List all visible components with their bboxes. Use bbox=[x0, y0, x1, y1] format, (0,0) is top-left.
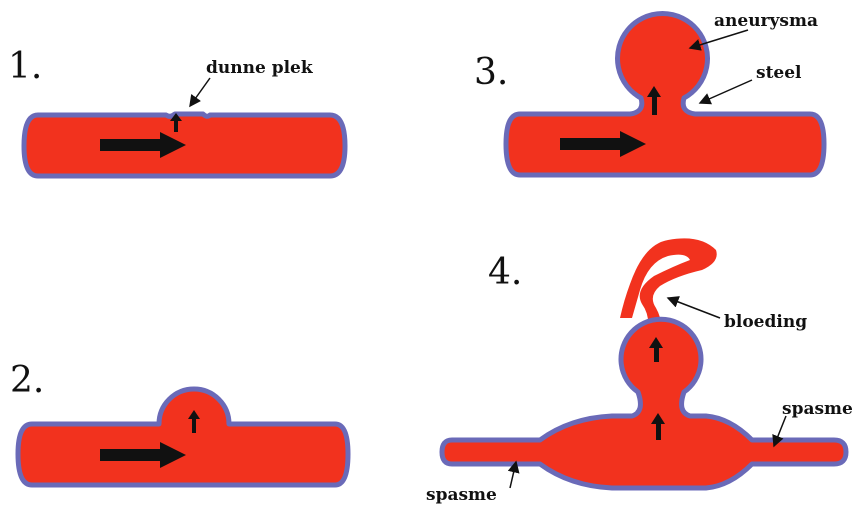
step-number-4: 4. bbox=[488, 252, 522, 293]
pointer-dunne-plek bbox=[190, 78, 210, 106]
panel-1: 1. dunne plek bbox=[8, 46, 345, 176]
vessel-3 bbox=[506, 13, 824, 175]
pointer-bloeding bbox=[668, 298, 720, 318]
pointer-steel bbox=[700, 80, 752, 103]
step-number-3: 3. bbox=[474, 52, 508, 93]
label-steel: steel bbox=[756, 63, 802, 83]
panel-4: 4. bloeding spasme spasme bbox=[426, 238, 853, 505]
panel-2: 2. bbox=[10, 360, 348, 485]
label-bloeding: bloeding bbox=[724, 312, 807, 332]
vessel-2 bbox=[18, 389, 348, 485]
label-spasme-right: spasme bbox=[782, 399, 853, 419]
label-dunne-plek: dunne plek bbox=[206, 58, 314, 78]
label-spasme-left: spasme bbox=[426, 485, 497, 505]
label-aneurysma: aneurysma bbox=[714, 11, 818, 31]
step-number-1: 1. bbox=[8, 46, 42, 87]
panel-3: 3. aneurysma steel bbox=[474, 11, 824, 175]
step-number-2: 2. bbox=[10, 360, 44, 401]
